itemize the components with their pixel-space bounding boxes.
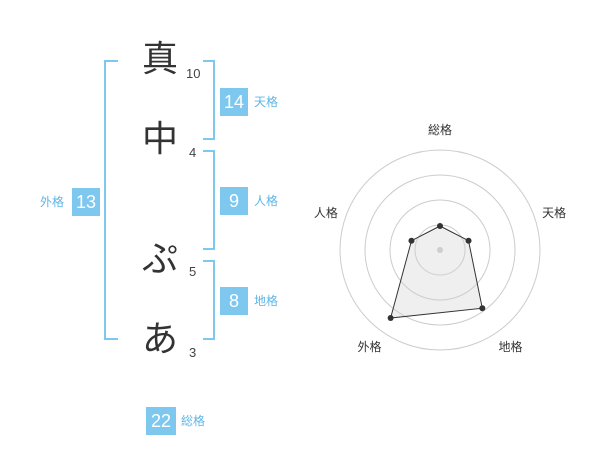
jinkaku-badge: 9: [220, 187, 248, 215]
radar-center: [437, 247, 443, 253]
stroke-count-2: 4: [189, 145, 197, 160]
tenkaku-label: 天格: [254, 95, 279, 109]
chikaku-label: 地格: [254, 294, 279, 308]
soukaku-badge: 22: [146, 407, 176, 435]
jinkaku-bracket: [203, 150, 215, 250]
stroke-count-4: 3: [189, 345, 197, 360]
radar-ring-4: [339, 149, 541, 351]
name-char-4: あ: [141, 319, 178, 360]
jinkaku-label: 人格: [254, 194, 279, 208]
gaikaku-badge: 13: [72, 188, 100, 216]
soukaku-label: 総格: [181, 414, 206, 428]
radar-axis-label-1: 総格: [428, 122, 452, 137]
chikaku-bracket: [203, 260, 215, 340]
radar-ring-3: [364, 174, 516, 326]
radar-data-area: [389, 225, 483, 319]
radar-point-3: [479, 305, 486, 312]
radar-axis-label-5: 人格: [314, 205, 338, 220]
tenkaku-badge: 14: [220, 88, 248, 116]
stroke-count-1: 10: [186, 66, 201, 81]
stroke-count-3: 5: [189, 264, 197, 279]
gaikaku-bracket: [104, 60, 118, 340]
radar-axis-label-2: 天格: [542, 205, 566, 220]
radar-point-1: [437, 223, 443, 229]
chikaku-badge: 8: [220, 287, 248, 315]
radar-point-2: [465, 237, 472, 244]
name-char-3: ぷ: [141, 239, 178, 280]
radar-ring-2: [389, 199, 491, 301]
name-char-2: 中: [141, 119, 178, 160]
radar-point-5: [408, 237, 415, 244]
name-char-1: 真: [141, 39, 178, 80]
tenkaku-bracket: [203, 60, 215, 140]
radar-axis-label-4: 外格: [357, 339, 381, 354]
gaikaku-label: 外格: [40, 195, 65, 209]
radar-point-4: [387, 314, 394, 321]
radar-axis-label-3: 地格: [498, 339, 522, 354]
